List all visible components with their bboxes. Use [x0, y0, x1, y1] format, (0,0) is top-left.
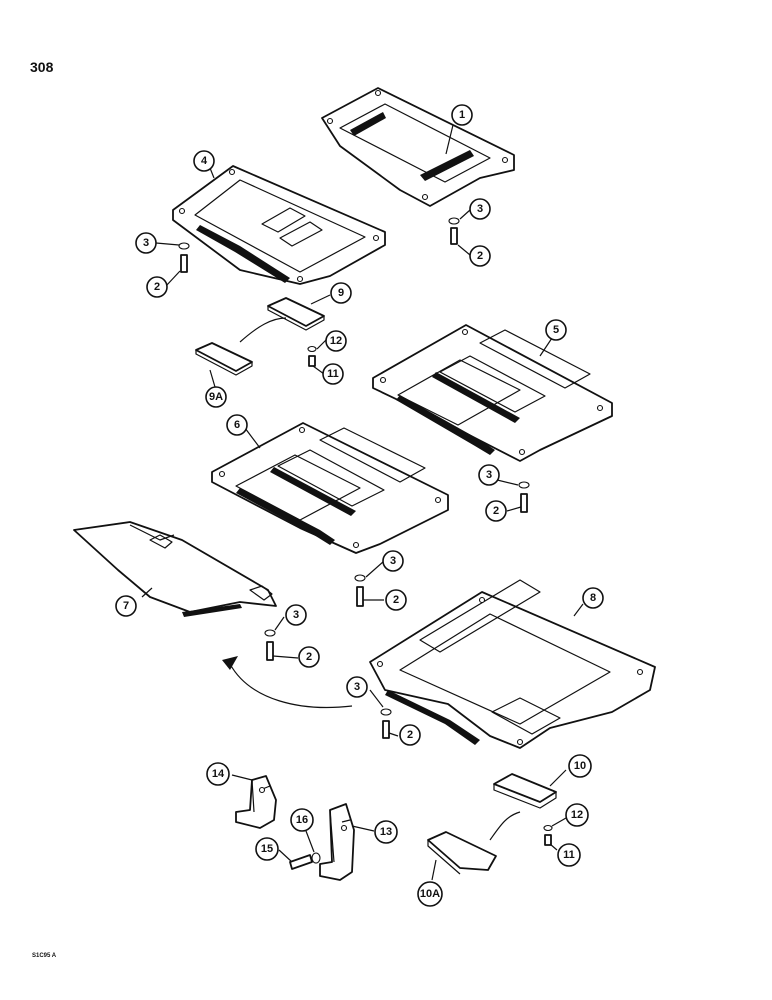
part-6-fasteners [354, 574, 366, 607]
part-7-guard [73, 521, 277, 617]
callout-8: 8 [582, 587, 604, 609]
part-5-fasteners [518, 481, 530, 513]
callout-12: 12 [565, 803, 589, 827]
svg-text:15: 15 [261, 843, 273, 855]
arrow-8-to-7 [229, 663, 353, 709]
part-9a-pad [195, 342, 253, 376]
callout-2: 2 [399, 724, 421, 746]
callout-2: 2 [298, 646, 320, 668]
callout-11: 11 [557, 843, 581, 867]
callout-3: 3 [382, 550, 404, 572]
callout-3: 3 [346, 676, 368, 698]
svg-text:12: 12 [330, 335, 342, 347]
callout-3: 3 [478, 464, 500, 486]
part-1-plate [321, 87, 515, 207]
callout-15: 15 [255, 837, 279, 861]
callout-3: 3 [285, 604, 307, 626]
callout-10: 10 [568, 754, 592, 778]
svg-text:12: 12 [571, 809, 583, 821]
part-4-plate [172, 165, 386, 285]
svg-text:3: 3 [390, 555, 396, 567]
svg-text:5: 5 [553, 324, 559, 336]
svg-text:3: 3 [143, 237, 149, 249]
part-6-plate [211, 422, 449, 554]
svg-text:16: 16 [296, 814, 308, 826]
svg-text:8: 8 [590, 592, 596, 604]
callout-6: 6 [226, 414, 248, 436]
callout-2: 2 [485, 500, 507, 522]
svg-text:3: 3 [486, 469, 492, 481]
callout-9a: 9A [205, 386, 227, 408]
part-8-plate [369, 579, 656, 749]
svg-text:1: 1 [459, 109, 465, 121]
svg-text:2: 2 [493, 505, 499, 517]
svg-text:3: 3 [293, 609, 299, 621]
callout-2: 2 [146, 276, 168, 298]
arrow-9-9a [239, 317, 287, 343]
svg-text:3: 3 [477, 203, 483, 215]
part-14-bracket [235, 775, 277, 829]
callout-9: 9 [330, 282, 352, 304]
callout-7: 7 [115, 595, 137, 617]
callout-12: 12 [325, 330, 347, 352]
arrow-head [222, 656, 238, 670]
svg-text:6: 6 [234, 419, 240, 431]
svg-text:2: 2 [393, 594, 399, 606]
callout-2: 2 [385, 589, 407, 611]
svg-text:11: 11 [563, 849, 575, 861]
svg-text:3: 3 [354, 681, 360, 693]
page-number: 308 [30, 59, 54, 75]
svg-text:14: 14 [212, 768, 225, 780]
part-1-fasteners [448, 217, 460, 245]
callout-11: 11 [322, 363, 344, 385]
part-7-fasteners [264, 629, 276, 661]
part-5-plate [372, 324, 613, 462]
svg-text:7: 7 [123, 600, 129, 612]
callout-5: 5 [545, 319, 567, 341]
part-4-fasteners [178, 242, 190, 273]
svg-text:13: 13 [380, 826, 392, 838]
svg-text:10A: 10A [420, 888, 440, 900]
svg-text:2: 2 [477, 250, 483, 262]
arrow-10-10a [489, 811, 521, 841]
part-8-fasteners [380, 708, 392, 739]
part-10a-pad [427, 831, 497, 875]
svg-text:2: 2 [154, 281, 160, 293]
svg-text:2: 2 [407, 729, 413, 741]
part-15-16-fasteners [289, 852, 321, 870]
callout-10a: 10A [417, 881, 443, 907]
callout-13: 13 [374, 820, 398, 844]
callout-14: 14 [206, 762, 230, 786]
callout-1: 1 [451, 104, 473, 126]
svg-text:2: 2 [306, 651, 312, 663]
callout-3: 3 [469, 198, 491, 220]
callout-2: 2 [469, 245, 491, 267]
part-9-pad [267, 297, 325, 367]
svg-text:11: 11 [327, 368, 339, 380]
callout-4: 4 [193, 150, 215, 172]
part-10-pad [493, 773, 557, 846]
leader-lines [141, 124, 584, 881]
svg-text:4: 4 [201, 155, 208, 167]
part-13-bracket [319, 803, 355, 881]
svg-text:9: 9 [338, 287, 344, 299]
svg-text:10: 10 [574, 760, 586, 772]
figure-code: S1C95 A [32, 953, 57, 959]
svg-text:9A: 9A [209, 391, 223, 403]
callout-3: 3 [135, 232, 157, 254]
callout-16: 16 [290, 808, 314, 832]
